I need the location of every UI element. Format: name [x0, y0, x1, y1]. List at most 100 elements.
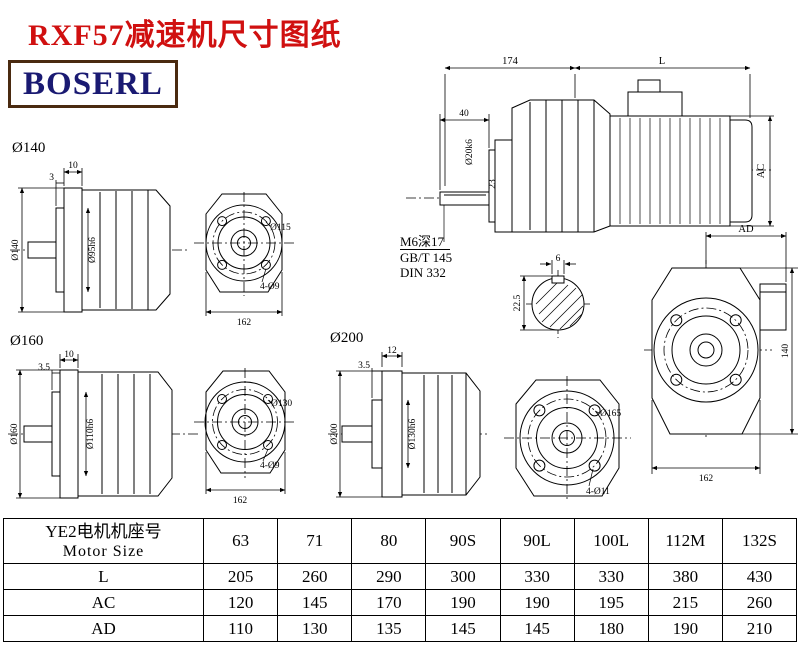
- dim-spigot: Ø110h6: [86, 419, 96, 450]
- row-label: AC: [3, 589, 204, 616]
- flange200-side-view: 12 3.5 Ø200 Ø130h6: [328, 346, 490, 498]
- table-cell: 130: [277, 615, 353, 642]
- dimensions: 6 22.5: [513, 254, 576, 331]
- linework: [194, 368, 297, 478]
- table-cell: 90S: [425, 518, 501, 564]
- dim-thickness: 10: [68, 161, 78, 171]
- linework: [644, 260, 787, 440]
- dim-key-height: 22.5: [513, 294, 523, 311]
- table-cell: 80: [351, 518, 427, 564]
- table-cell: 132S: [721, 518, 798, 564]
- table-cell: 145: [499, 615, 575, 642]
- dim-bolt-circle: Ø130: [271, 399, 292, 409]
- row-label: AD: [3, 615, 204, 642]
- dim-spigot: Ø95h6: [88, 237, 98, 263]
- dim-shaft-length: 40: [459, 109, 469, 119]
- dim-od: Ø200: [330, 423, 340, 444]
- dimensions: Ø115 4-Ø9 162: [205, 221, 291, 328]
- dim-width: 162: [237, 318, 252, 328]
- table-cell: 100L: [573, 518, 649, 564]
- dim-offset: 3: [49, 173, 54, 183]
- table-cell: 290: [351, 563, 427, 590]
- shaft-end-notes: M6深17 GB/T 145 DIN 332: [400, 234, 452, 280]
- dim-width: 162: [233, 496, 248, 506]
- dim-bolt-circle: Ø115: [270, 223, 291, 233]
- dim-key-width: 6: [556, 254, 561, 264]
- dim-bolt-circle: Ø165: [600, 409, 621, 419]
- table-cell: 380: [647, 563, 723, 590]
- view-label-flange140: Ø140: [12, 140, 46, 156]
- note-din-standard: DIN 332: [400, 265, 446, 280]
- table-cell: 110: [202, 615, 279, 642]
- dim-shaft-dia: Ø20k6: [465, 139, 475, 165]
- dim-holes: 4-Ø9: [260, 461, 280, 471]
- dim-thickness: 12: [387, 346, 397, 356]
- dim-height: 140: [781, 344, 791, 359]
- table-cell: 90L: [499, 518, 575, 564]
- boserl-logo: BOSERL: [8, 60, 178, 108]
- rear-view: AD 140 162: [644, 224, 798, 484]
- flange200-front-view: Ø165 4-Ø11: [504, 376, 631, 502]
- table-cell: 63: [202, 518, 279, 564]
- table-cell: 190: [499, 589, 575, 616]
- table-cell: 120: [202, 589, 279, 616]
- table-row-L: L 205 260 290 300 330 330 380 430: [3, 563, 798, 590]
- linework: [406, 79, 772, 242]
- linework: [526, 270, 590, 338]
- note-tapped-hole: M6深17: [400, 234, 451, 250]
- dimensions: Ø130 4-Ø9 162: [205, 399, 292, 506]
- linework: [194, 192, 294, 296]
- motor-size-label-cn: YE2电机机座号: [45, 521, 162, 541]
- table-cell: 190: [425, 589, 501, 616]
- note-gb-standard: GB/T 145: [400, 250, 453, 265]
- table-cell: 205: [202, 563, 279, 590]
- table-cell: 145: [425, 615, 501, 642]
- table-cell: 195: [573, 589, 649, 616]
- dimensions: 12 3.5 Ø200 Ø130h6: [330, 346, 418, 498]
- linework: [8, 369, 198, 499]
- assembly-view: 174 L 40 Ø20k6 23 AC: [406, 56, 774, 242]
- page-title: RXF57减速机尺寸图纸: [28, 19, 342, 52]
- dim-shoulder: 23: [488, 179, 498, 189]
- table-cell: 135: [351, 615, 427, 642]
- table-cell: 330: [573, 563, 649, 590]
- dim-thickness: 10: [64, 350, 74, 360]
- dim-offset: 3.5: [38, 363, 50, 373]
- dimensions: 10 3 Ø140 Ø95h6: [11, 161, 98, 313]
- motor-size-label-en: Motor Size: [62, 542, 145, 560]
- dim-width: 162: [699, 474, 714, 484]
- dimensions: AD 140 162: [651, 224, 798, 484]
- flange140-front-view: Ø115 4-Ø9 162: [194, 192, 294, 328]
- row-label: L: [3, 563, 204, 590]
- table-cell: 71: [277, 518, 353, 564]
- linework: [328, 370, 490, 498]
- table-row-AC: AC 120 145 170 190 190 195 215 260: [3, 589, 798, 616]
- linework: [504, 376, 631, 502]
- dim-spigot: Ø130h6: [408, 418, 418, 449]
- table-cell: 190: [647, 615, 723, 642]
- table-cell: 112M: [647, 518, 723, 564]
- dimensions: Ø165 4-Ø11: [586, 409, 621, 497]
- dim-offset: 3.5: [358, 361, 370, 371]
- table-header-row: YE2电机机座号 Motor Size 63 71 80 90S 90L 100…: [3, 518, 798, 564]
- key-section-view: 6 22.5: [513, 254, 590, 338]
- table-cell: 260: [721, 589, 798, 616]
- dim-gear-length: 174: [502, 56, 519, 67]
- motor-size-table: YE2电机机座号 Motor Size 63 71 80 90S 90L 100…: [3, 518, 798, 642]
- dimensions: 174 L 40 Ø20k6 23 AC: [439, 56, 774, 227]
- table-cell: 145: [277, 589, 353, 616]
- dimensions: 10 3.5 Ø160 Ø110h6: [10, 350, 96, 499]
- dim-holes: 4-Ø11: [586, 487, 610, 497]
- table-cell: 180: [573, 615, 649, 642]
- dim-od: Ø140: [11, 239, 21, 260]
- table-cell: 330: [499, 563, 575, 590]
- flange160-side-view: 10 3.5 Ø160 Ø110h6: [8, 350, 198, 499]
- dim-ad: AD: [738, 224, 754, 235]
- table-cell: 300: [425, 563, 501, 590]
- dim-motor-height: AC: [756, 164, 767, 179]
- table-header-cell: YE2电机机座号 Motor Size: [3, 518, 204, 564]
- view-label-flange200: Ø200: [330, 330, 364, 346]
- table-cell: 210: [721, 615, 798, 642]
- table-row-AD: AD 110 130 135 145 145 180 190 210: [3, 615, 798, 642]
- linework: [10, 187, 188, 313]
